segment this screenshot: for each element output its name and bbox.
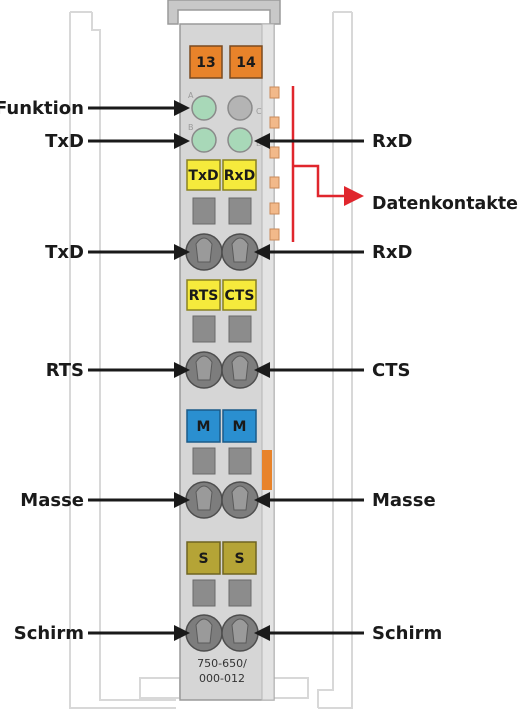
label-schirm-left: Schirm xyxy=(14,623,84,644)
release-slot xyxy=(192,447,216,475)
tag-txd: TxD xyxy=(186,159,221,191)
model-line-2: 000-012 xyxy=(199,672,245,685)
arrow-masse-left xyxy=(88,492,190,508)
led-c: C xyxy=(227,95,262,121)
top-clip xyxy=(167,0,281,25)
red-arrow-head xyxy=(344,186,364,206)
label-txd-2: TxD xyxy=(45,242,84,263)
led-b: B xyxy=(188,123,217,153)
label-rts: RTS xyxy=(46,360,84,381)
arrow-rxd-2 xyxy=(254,244,364,260)
label-schirm-right: Schirm xyxy=(372,623,442,644)
label-masse-right: Masse xyxy=(372,490,436,511)
tag-rts: RTS xyxy=(186,279,221,311)
rail-outline xyxy=(69,11,353,709)
data-contacts xyxy=(269,86,280,241)
label-funktion: Funktion xyxy=(0,98,84,119)
arrow-masse-right xyxy=(254,492,364,508)
tag-rxd-text: RxD xyxy=(224,168,255,184)
arrow-rts xyxy=(88,362,190,378)
label-rxd-1: RxD xyxy=(372,131,412,152)
led-a: A xyxy=(188,91,217,121)
clamp-entry xyxy=(185,614,223,652)
clamp-entry xyxy=(221,481,259,519)
arrow-rxd-1 xyxy=(254,133,364,149)
module-body-side xyxy=(261,23,275,701)
label-datenkontakte: Datenkontakte xyxy=(372,193,518,214)
arrow-funktion xyxy=(88,100,190,116)
led-a-letter: A xyxy=(188,91,194,100)
terminal-14: 14 xyxy=(229,45,263,79)
arrow-cts xyxy=(254,362,364,378)
tag-s-left: S xyxy=(186,541,221,575)
model-line-1: 750-650/ xyxy=(197,657,247,670)
release-slot xyxy=(228,579,252,607)
tag-m-left-text: M xyxy=(197,419,211,435)
clamp-entry xyxy=(185,233,223,271)
clamp-entry xyxy=(221,233,259,271)
clamp-entry xyxy=(185,481,223,519)
led-b-letter: B xyxy=(188,123,194,132)
tag-txd-text: TxD xyxy=(188,168,218,184)
label-masse-left: Masse xyxy=(20,490,84,511)
arrow-schirm-left xyxy=(88,625,190,641)
tag-cts: CTS xyxy=(222,279,257,311)
release-slot xyxy=(228,447,252,475)
tag-cts-text: CTS xyxy=(225,288,255,304)
clamp-entry xyxy=(221,351,259,389)
tag-m-right-text: M xyxy=(233,419,247,435)
tag-rxd: RxD xyxy=(222,159,257,191)
tag-m-right: M xyxy=(222,409,257,443)
label-rxd-2: RxD xyxy=(372,242,412,263)
arrow-txd-2 xyxy=(88,244,190,260)
tag-m-left: M xyxy=(186,409,221,443)
label-txd-1: TxD xyxy=(45,131,84,152)
arrow-schirm-right xyxy=(254,625,364,641)
label-cts: CTS xyxy=(372,360,410,381)
terminal-13: 13 xyxy=(189,45,223,79)
tag-rts-text: RTS xyxy=(189,288,219,304)
orange-stripe xyxy=(262,450,272,490)
release-slot xyxy=(228,197,252,225)
arrow-txd-1 xyxy=(88,133,190,149)
tag-s-right: S xyxy=(222,541,257,575)
tag-s-right-text: S xyxy=(234,551,244,567)
clamp-entry xyxy=(185,351,223,389)
terminal-13-label: 13 xyxy=(196,55,215,71)
release-slot xyxy=(192,579,216,607)
datenkontakte-bracket xyxy=(291,86,348,242)
release-slot xyxy=(192,315,216,343)
terminal-14-label: 14 xyxy=(236,55,256,71)
release-slot xyxy=(228,315,252,343)
release-slot xyxy=(192,197,216,225)
led-c-letter: C xyxy=(256,107,262,116)
clamp-entry xyxy=(221,614,259,652)
tag-s-left-text: S xyxy=(198,551,208,567)
